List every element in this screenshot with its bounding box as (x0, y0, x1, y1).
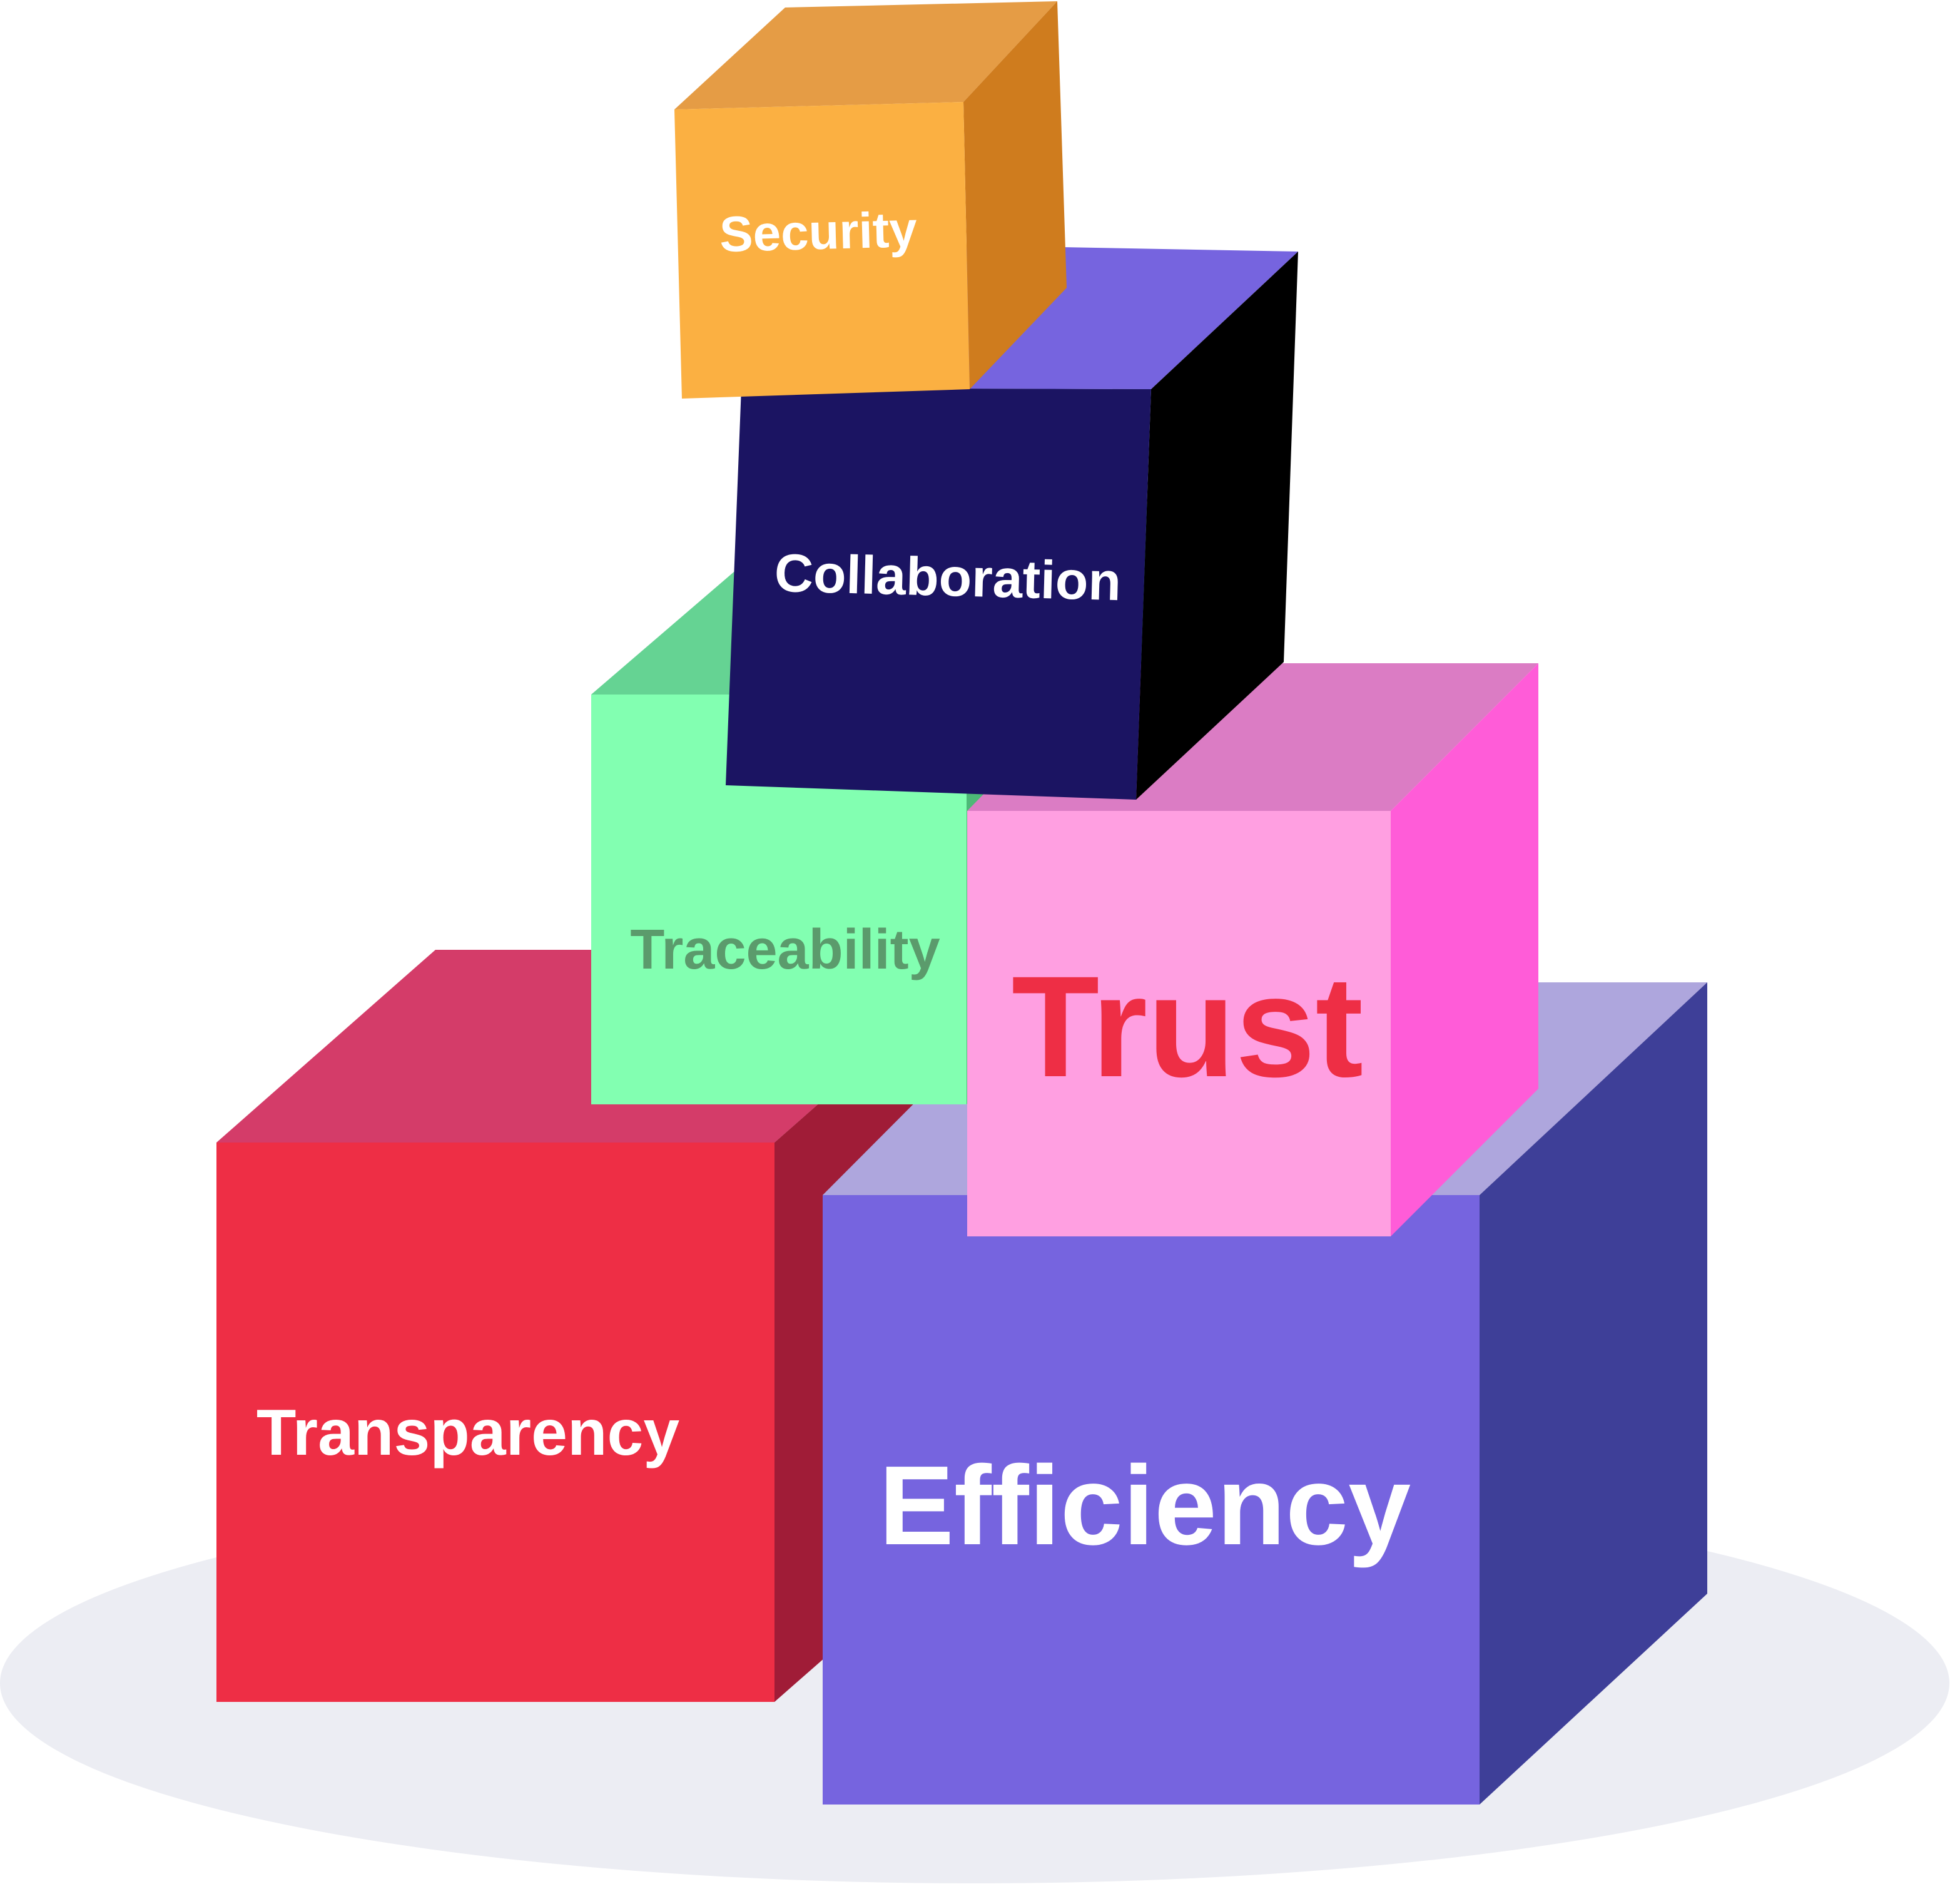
cube-collaboration-label: Collaboration (774, 543, 1122, 612)
cube-efficiency-side (1480, 982, 1707, 1805)
cube-security-label: Security (719, 201, 918, 262)
cube-collaboration-front (726, 388, 1151, 800)
cube-efficiency-label: Efficiency (879, 1443, 1411, 1569)
cube-security: Security (674, 1, 1067, 399)
cube-traceability-label: Traceability (630, 919, 940, 981)
cube-efficiency-front (823, 1195, 1480, 1805)
cube-transparency-front (216, 1143, 774, 1702)
cube-trust-front (967, 811, 1391, 1236)
cube-security-side (963, 1, 1067, 389)
cube-security-top (674, 1, 1057, 109)
cube-collaboration-side (1136, 252, 1298, 800)
cube-traceability-front (591, 695, 967, 1104)
cube-security-front (674, 102, 970, 399)
cube-transparency-label: Transparency (256, 1397, 680, 1469)
cube-trust-label: Trust (1012, 946, 1363, 1107)
cube-trust-side (1391, 663, 1538, 1236)
